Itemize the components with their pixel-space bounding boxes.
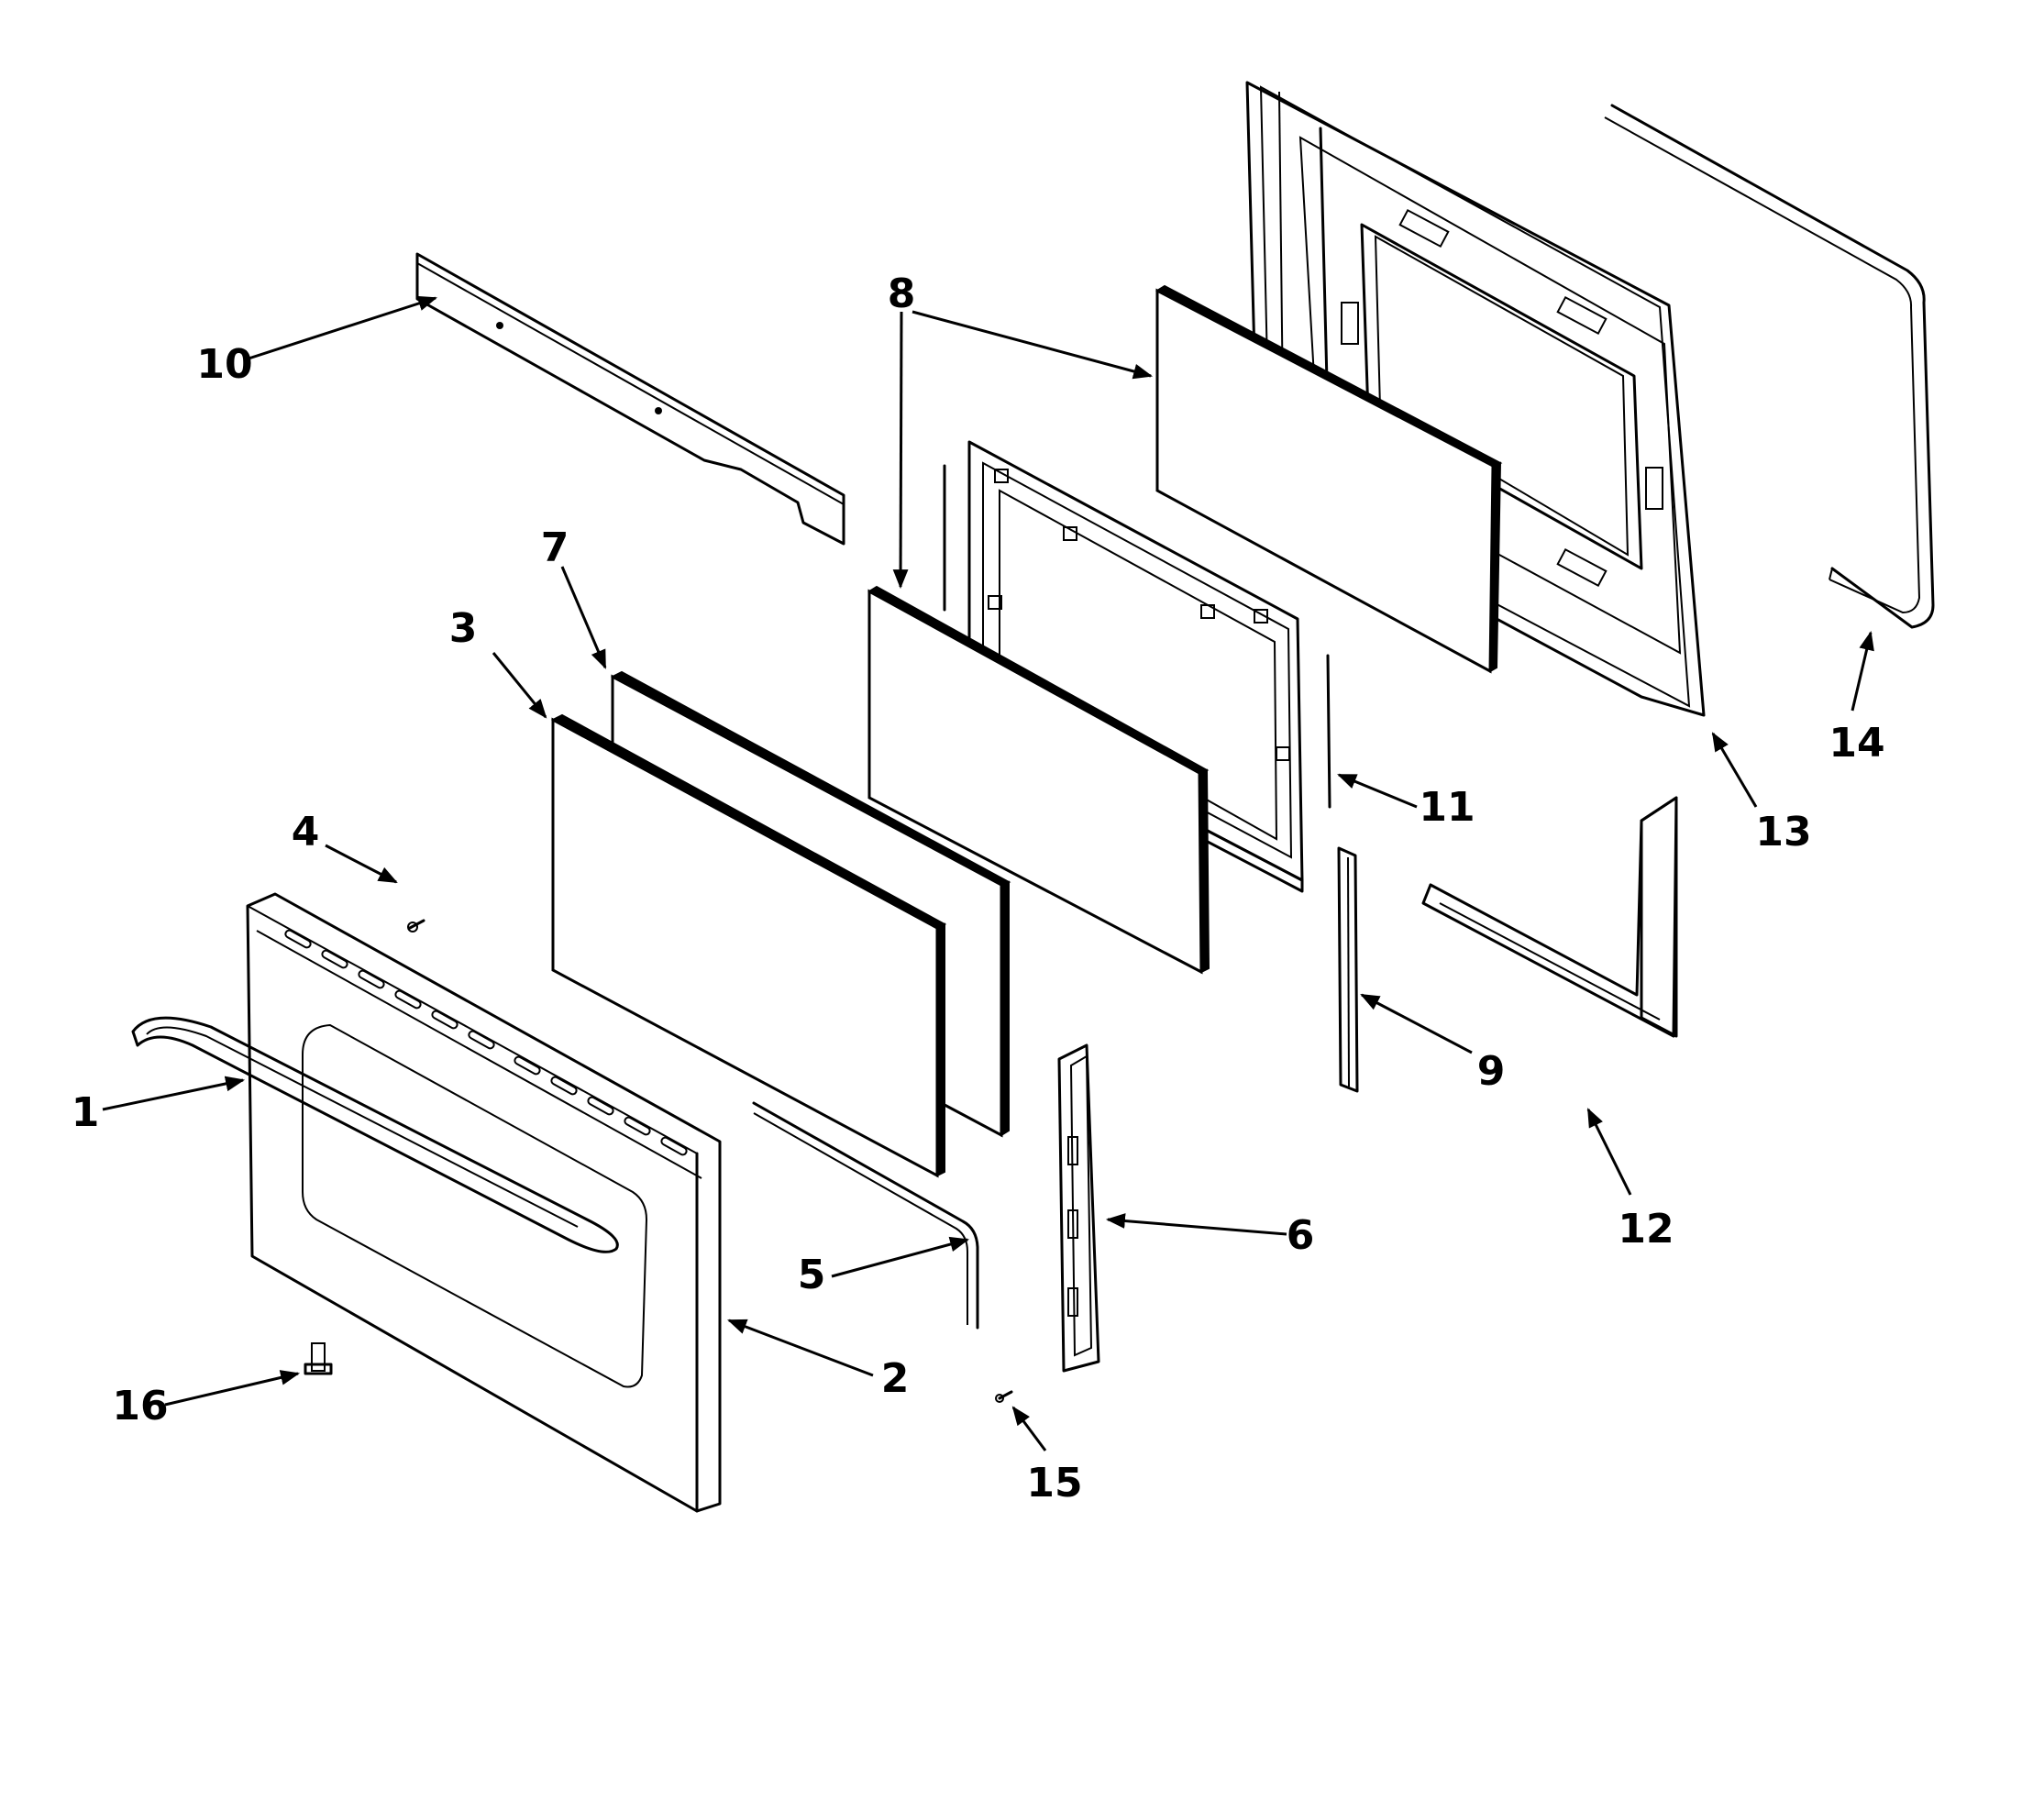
callout-7: 7 — [541, 524, 569, 571]
callout-9: 9 — [1477, 1048, 1506, 1095]
part-4-screw — [407, 919, 425, 933]
callout-2: 2 — [881, 1355, 910, 1402]
callout-16: 16 — [112, 1383, 168, 1429]
part-10-top-trim — [415, 252, 845, 546]
part-8-rear-glass — [1155, 284, 1503, 674]
callout-8: 8 — [888, 270, 916, 317]
part-1-handle — [131, 1016, 619, 1253]
callout-1: 1 — [72, 1089, 100, 1136]
callout-12: 12 — [1618, 1206, 1674, 1253]
callout-5: 5 — [798, 1252, 826, 1298]
callout-labels: 1 2 3 4 5 6 7 8 9 10 11 12 13 14 15 16 — [72, 270, 1885, 1507]
part-14-gasket — [1604, 104, 1935, 629]
callout-14: 14 — [1829, 720, 1884, 767]
part-16-screw — [304, 1342, 333, 1375]
part-15-screw — [995, 1390, 1013, 1403]
part-2-outer-door — [246, 892, 722, 1513]
part-9-hinge-channel — [1337, 846, 1359, 1093]
callout-13: 13 — [1755, 809, 1811, 855]
part-6-hinge-bracket — [1057, 1043, 1100, 1373]
callout-10: 10 — [196, 341, 252, 388]
callout-4: 4 — [292, 809, 320, 855]
callout-11: 11 — [1419, 784, 1475, 831]
callout-6: 6 — [1287, 1212, 1315, 1259]
vent-slots — [284, 929, 688, 1156]
callout-3: 3 — [449, 605, 478, 652]
leader-lines — [102, 295, 1874, 1451]
part-12-side-trim — [1421, 796, 1678, 1038]
part-3-outer-glass — [550, 713, 947, 1178]
callout-15: 15 — [1026, 1460, 1082, 1507]
part-8-middle-glass — [867, 585, 1210, 975]
